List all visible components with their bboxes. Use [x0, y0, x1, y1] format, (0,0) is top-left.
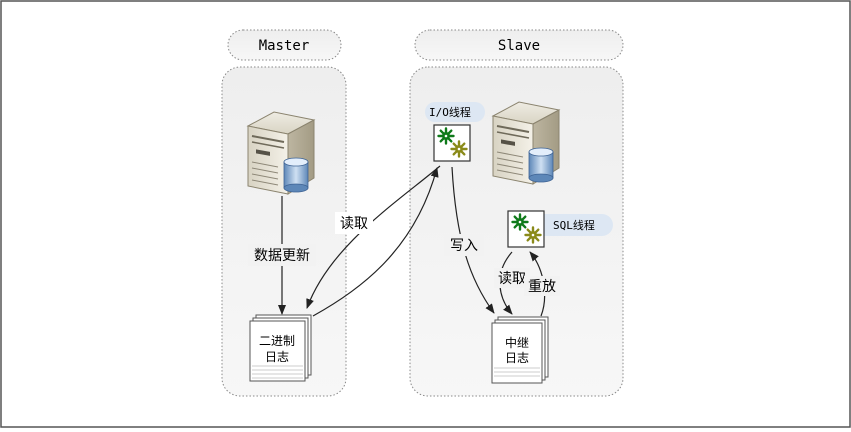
sql-thread-label: SQL线程 [553, 218, 595, 232]
slave-title: Slave [498, 38, 540, 54]
read-master-label: 读取 [340, 215, 368, 232]
binary-log-label-line1: 二进制 [259, 334, 295, 348]
io-thread-label: I/O线程 [429, 105, 471, 119]
sql-thread: SQL线程 [507, 210, 613, 248]
binary-log-icon [249, 320, 306, 382]
io-gear-green-icon [437, 127, 455, 145]
read-label-bg [335, 212, 373, 234]
read-relay-label-bg [494, 268, 530, 288]
sql-gear-olive-icon [524, 226, 542, 244]
master-server-icon [247, 111, 315, 195]
io-gear-olive-icon [450, 140, 468, 158]
master-update-label: 数据更新 [254, 248, 310, 264]
replay-label-bg [524, 276, 560, 296]
binary-log-label-line2: 日志 [265, 350, 289, 364]
slave-server-icon [492, 101, 560, 185]
master-header: Master [227, 29, 342, 61]
write-label-bg [444, 234, 484, 256]
relay-log-icon [491, 322, 543, 384]
replay-label: 重放 [528, 279, 556, 295]
binary-log: 二进制 日志 [249, 314, 312, 382]
sql-gear-green-icon [511, 213, 529, 231]
io-thread: I/O线程 [425, 102, 485, 162]
update-label-bg [248, 244, 316, 266]
arrow-binlog-to-io [312, 167, 439, 317]
write-relay-label: 写入 [450, 238, 478, 254]
master-title: Master [259, 38, 310, 54]
relay-log-label-line2: 日志 [505, 351, 529, 365]
relay-log-label-line1: 中继 [505, 335, 529, 350]
slave-header: Slave [414, 29, 624, 61]
relay-log: 中继 日志 [491, 316, 549, 384]
read-relay-label: 读取 [498, 270, 526, 287]
